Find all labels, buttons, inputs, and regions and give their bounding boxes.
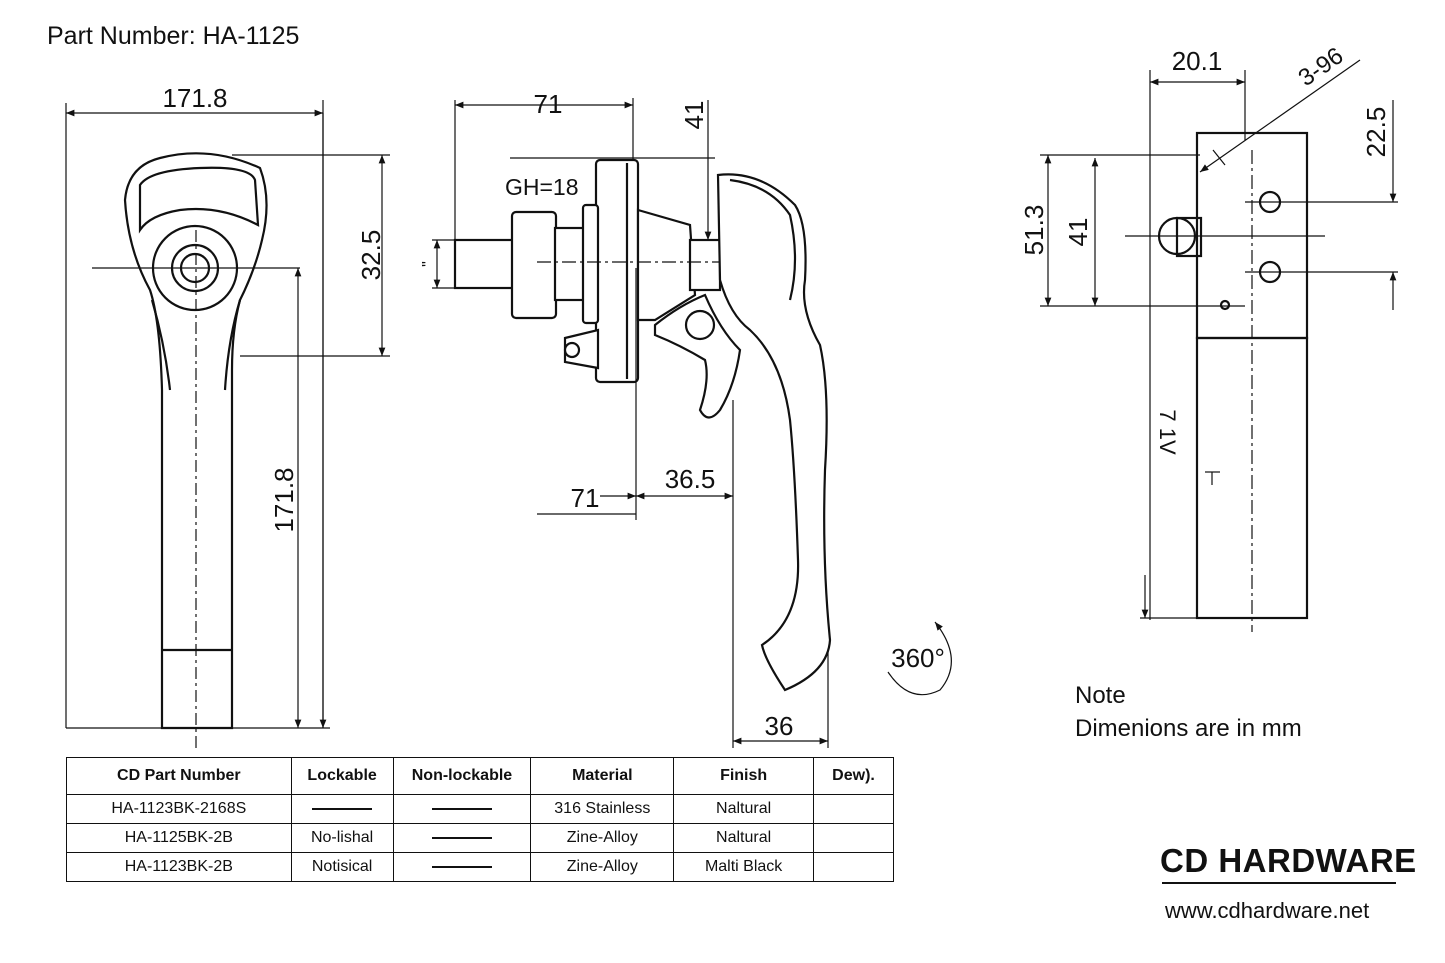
dim-cutout-vertical: 7 1V <box>1155 409 1180 455</box>
cell-finish: Naltural <box>673 794 815 824</box>
dim-side-lower-depth: 71 <box>571 483 600 513</box>
part-number-title: Part Number: HA-1125 <box>47 22 300 50</box>
table-header: Non-lockable <box>392 757 532 795</box>
dim-side-handle-offset: 36.5 <box>665 464 716 494</box>
dim-cutout-top: 22.5 <box>1361 107 1391 158</box>
dim-side-depth: 71 <box>534 89 563 119</box>
front-view <box>65 100 390 752</box>
cell-finish: Naltural <box>673 823 815 853</box>
brand-url[interactable]: www.cdhardware.net <box>1165 898 1370 923</box>
rotation-arrow <box>887 621 952 696</box>
cell-part: HA-1125BK-2B <box>66 823 292 853</box>
cell-dew <box>813 852 894 882</box>
dim-front-width: 171.8 <box>162 83 227 113</box>
dim-grip-height: GH=18 <box>505 174 579 200</box>
dash-mark <box>431 837 492 839</box>
note-block: Note Dimenions are in mm <box>1075 679 1302 745</box>
table-header: Material <box>530 757 675 795</box>
cell-part: HA-1123BK-2B <box>66 852 292 882</box>
table-row: HA-1123BK-2168S 316 Stainless Naltural <box>66 794 894 824</box>
cell-finish: Malti Black <box>673 852 815 882</box>
cell-lockable: Notisical <box>290 852 394 882</box>
spec-table: CD Part Number Lockable Non-lockable Mat… <box>66 757 894 882</box>
dash-mark <box>431 808 492 810</box>
cell-part: HA-1123BK-2168S <box>66 794 292 824</box>
handle-front-outline <box>123 152 268 730</box>
dash-mark <box>431 866 492 868</box>
brand-name: CD HARDWARE <box>1160 842 1417 879</box>
cell-nonlockable <box>392 794 532 824</box>
note-label: Note <box>1075 682 1126 709</box>
cell-nonlockable <box>392 852 532 882</box>
dim-handle-width: 36 <box>765 711 794 741</box>
side-view <box>432 98 952 748</box>
cutout-view <box>1040 59 1398 632</box>
table-header-row: CD Part Number Lockable Non-lockable Mat… <box>66 757 894 795</box>
table-header: CD Part Number <box>66 757 292 795</box>
cell-nonlockable <box>392 823 532 853</box>
dim-cutout-width: 20.1 <box>1172 46 1223 76</box>
cell-dew <box>813 794 894 824</box>
cell-material: Zine-Alloy <box>530 852 675 882</box>
dim-small-mark: " <box>420 261 437 267</box>
dash-mark <box>312 808 373 810</box>
dim-front-total-height: 171.8 <box>269 467 299 532</box>
rotation-label: 360° <box>891 643 945 673</box>
cell-lockable: No-lishal <box>290 823 394 853</box>
handle-side-outline <box>716 173 832 692</box>
table-row: HA-1123BK-2B Notisical Zine-Alloy Malti … <box>66 852 894 882</box>
table-header: Dew). <box>813 757 894 795</box>
table-row: HA-1125BK-2B No-lishal Zine-Alloy Naltur… <box>66 823 894 853</box>
dim-side-offset: 41 <box>679 101 709 130</box>
cell-material: Zine-Alloy <box>530 823 675 853</box>
dim-cutout-holes: 3-96 <box>1294 42 1349 92</box>
table-header: Finish <box>673 757 815 795</box>
cell-material: 316 Stainless <box>530 794 675 824</box>
note-text: Dimenions are in mm <box>1075 715 1302 742</box>
cell-dew <box>813 823 894 853</box>
dim-cutout-height-inner: 41 <box>1063 218 1093 247</box>
dim-cutout-height-outer: 51.3 <box>1019 205 1049 256</box>
brand-underline <box>1162 882 1396 884</box>
cell-lockable <box>290 794 394 824</box>
dim-front-top-height: 32.5 <box>356 230 386 281</box>
table-header: Lockable <box>290 757 394 795</box>
